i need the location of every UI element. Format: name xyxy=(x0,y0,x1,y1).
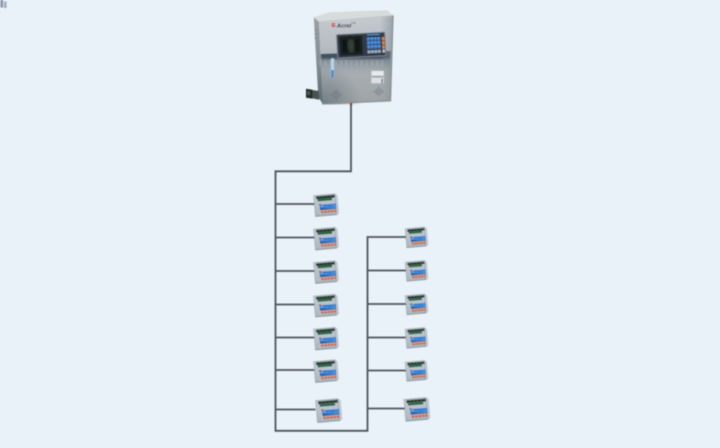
svg-text:Acrel: Acrel xyxy=(336,23,352,29)
svg-text:TM: TM xyxy=(352,21,357,25)
